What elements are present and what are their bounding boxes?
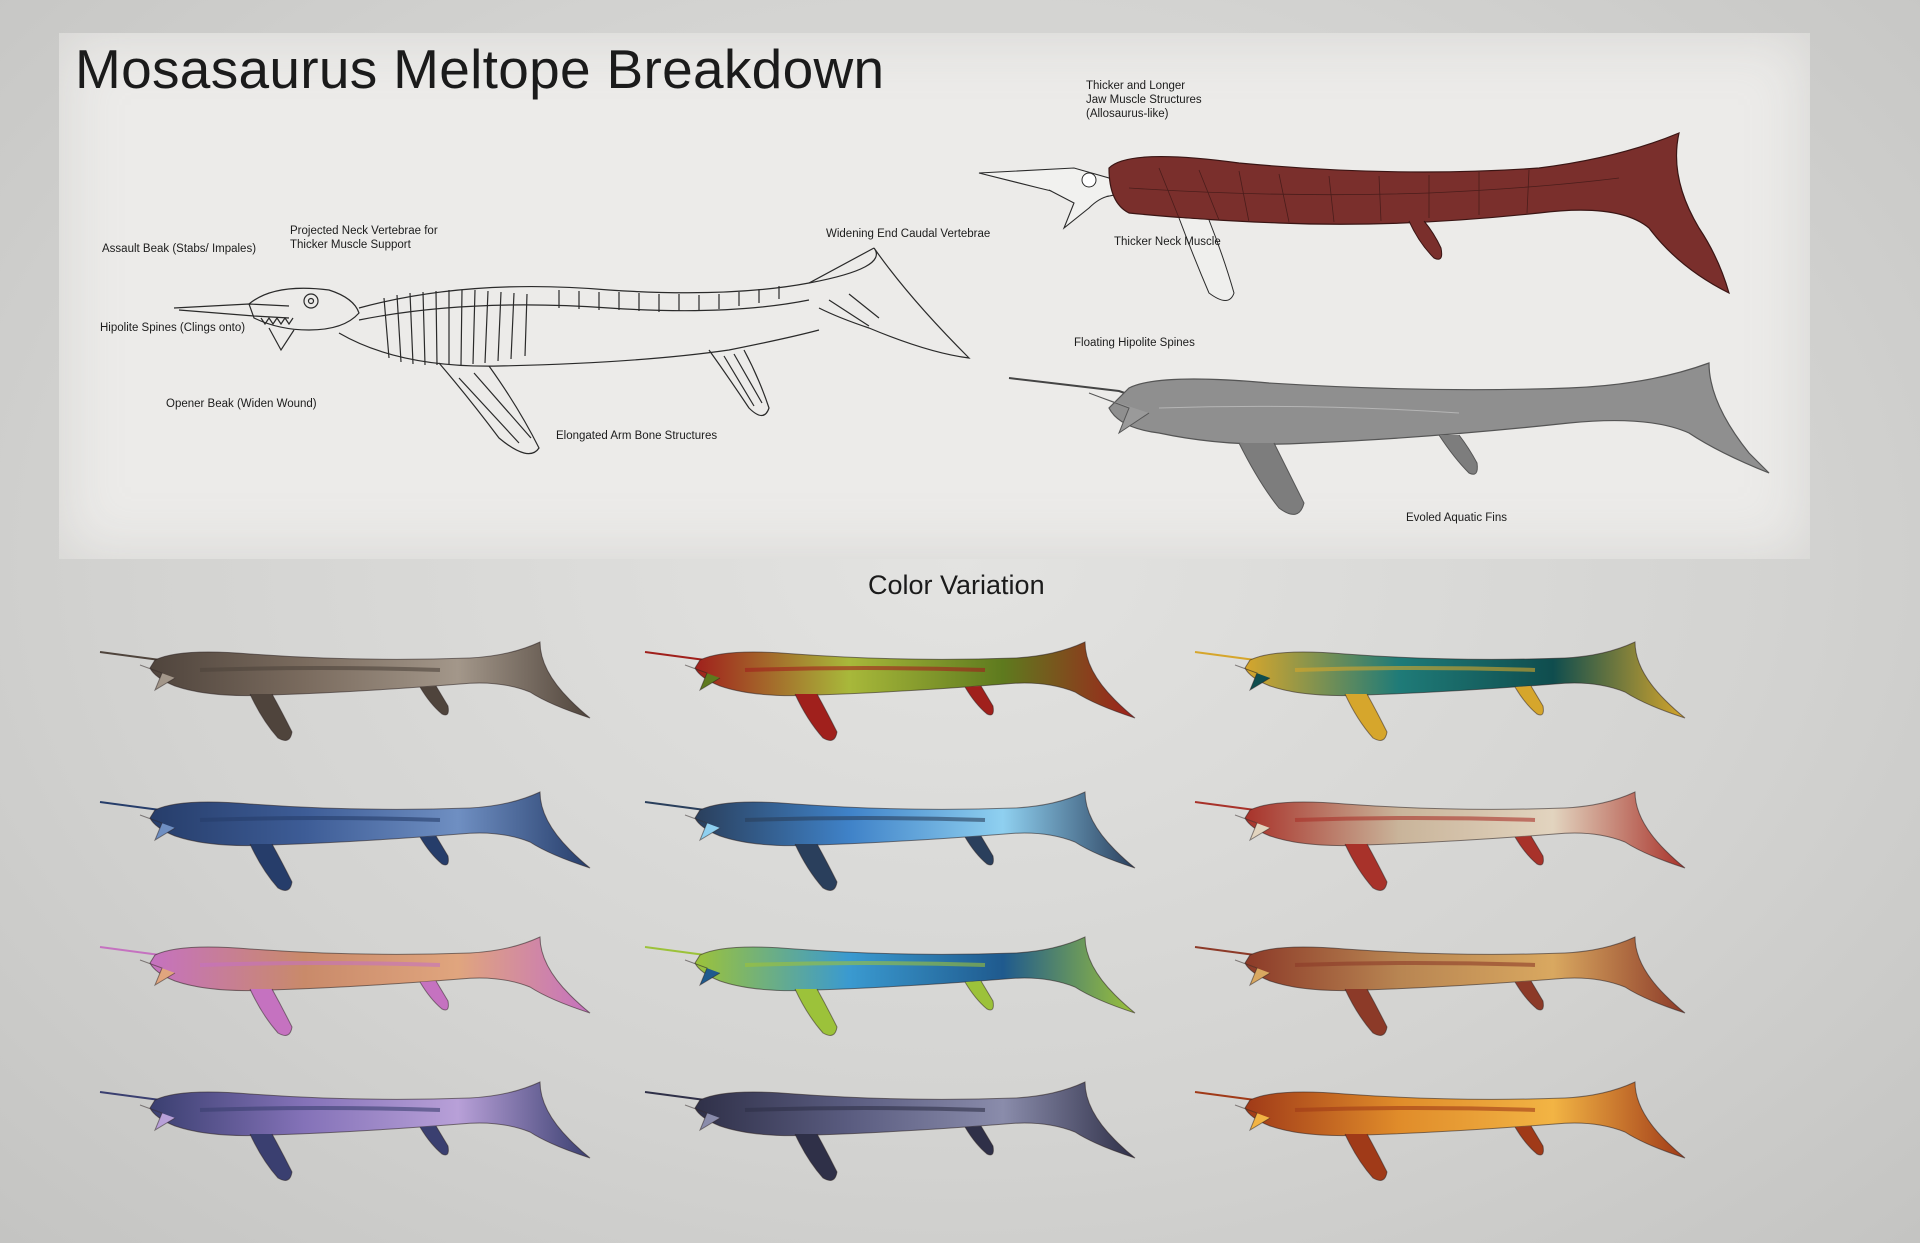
color-variant-12 [1194,1080,1695,1190]
breakdown-panel: Mosasaurus Meltope Breakdown [59,33,1810,559]
note-widening-caudal: Widening End Caudal Vertebrae [826,228,991,240]
muscle-drawing [978,118,1829,348]
color-variant-7 [99,935,600,1045]
page-title: Mosasaurus Meltope Breakdown [75,38,885,100]
color-variant-1 [99,640,600,750]
note-jaw-muscle: Thicker and Longer Jaw Muscle Structures… [1086,80,1202,120]
note-neck-muscle: Thicker Neck Muscle [1114,236,1221,248]
color-variant-3 [1194,640,1695,750]
color-variant-10 [99,1080,600,1190]
note-aquatic-fins: Evoled Aquatic Fins [1406,512,1508,524]
note-hipolite-spines: Hipolite Spines (Clings onto) [100,322,246,334]
note-floating-spines: Floating Hipolite Spines [1074,337,1195,349]
color-variant-6 [1194,790,1695,900]
note-elongated-arm: Elongated Arm Bone Structures [556,430,718,442]
color-variant-4 [99,790,600,900]
color-variant-2 [644,640,1145,750]
color-variant-9 [1194,935,1695,1045]
render-drawing [1008,353,1859,563]
color-variant-8 [644,935,1145,1045]
skeleton-drawing [169,238,1019,468]
note-projected-neck: Projected Neck Vertebrae for Thicker Mus… [290,225,438,251]
note-assault-beak: Assault Beak (Stabs/ Impales) [102,243,257,255]
color-variant-11 [644,1080,1145,1190]
color-variant-5 [644,790,1145,900]
note-opener-beak: Opener Beak (Widen Wound) [166,398,317,410]
color-variation-title: Color Variation [868,570,1045,600]
